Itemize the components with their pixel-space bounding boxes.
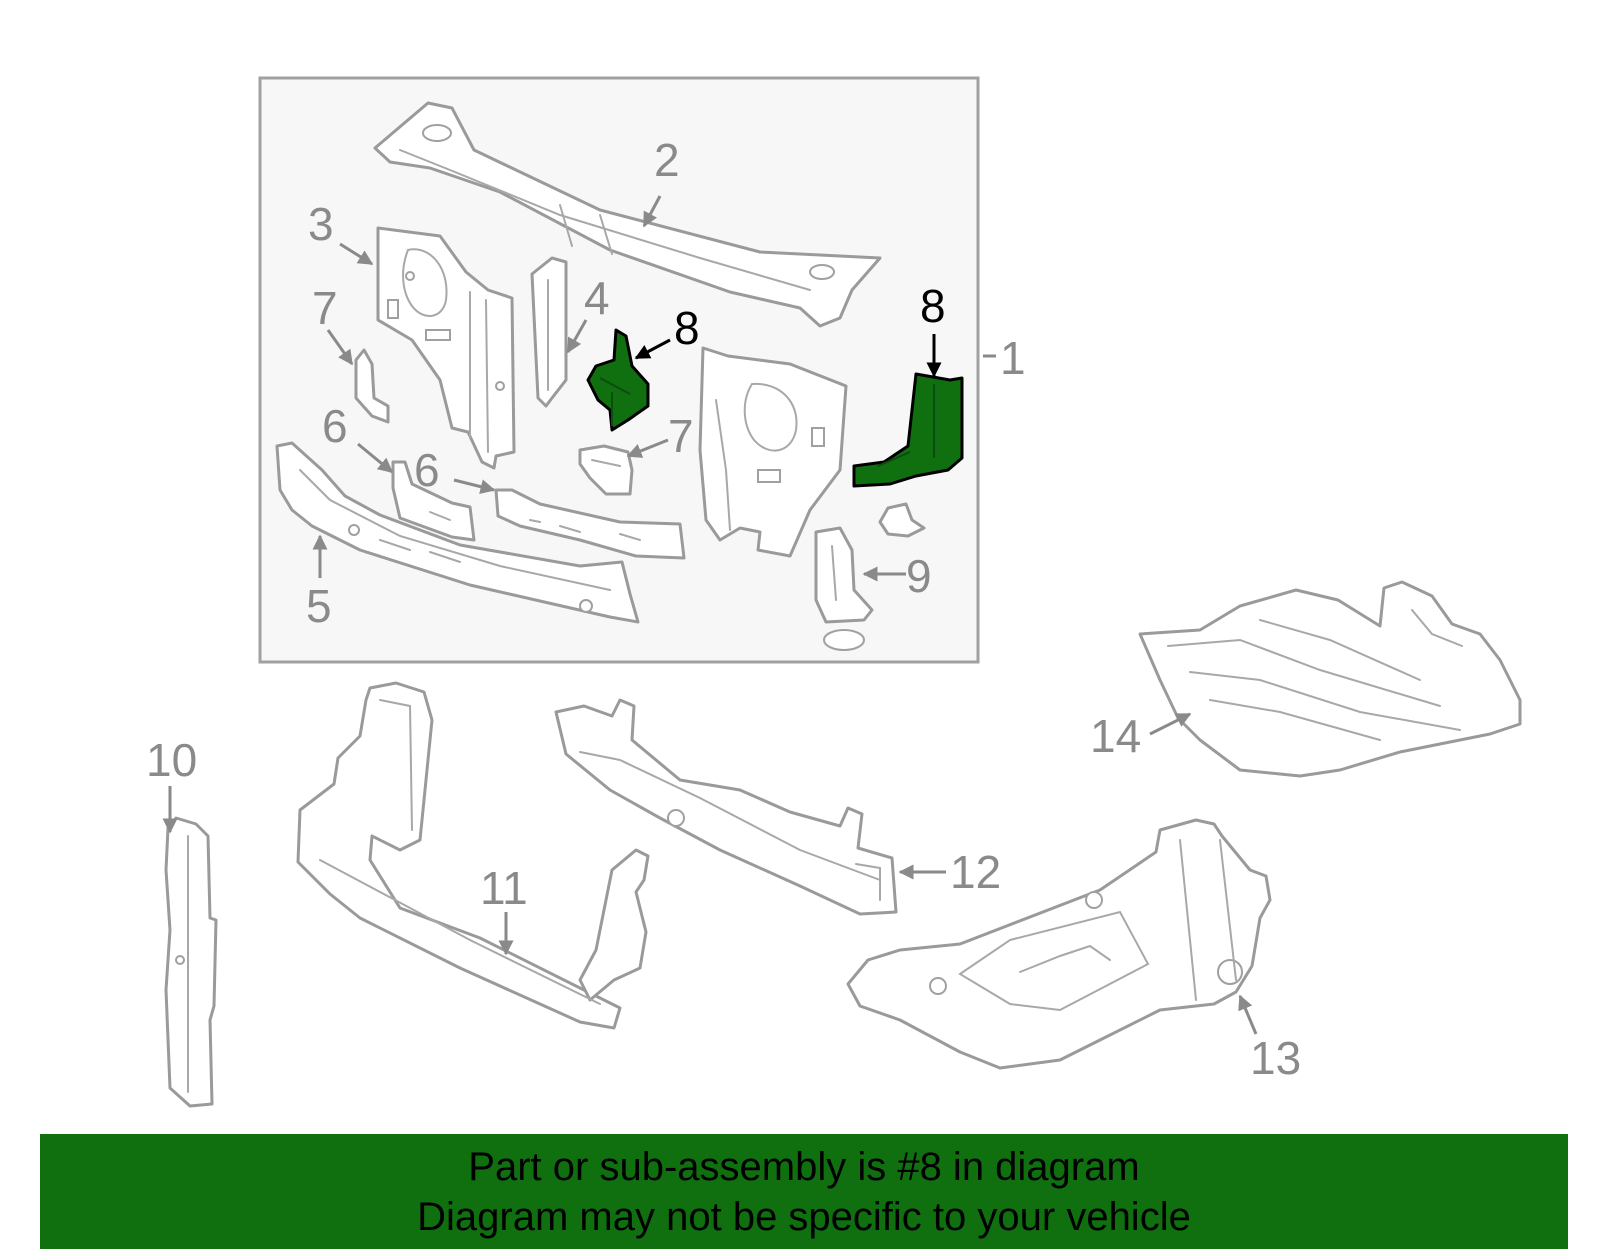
part-8-highlighted-left bbox=[586, 328, 650, 432]
callout-6-right: 6 bbox=[414, 444, 440, 496]
banner-line-disclaimer: Diagram may not be specific to your vehi… bbox=[417, 1195, 1191, 1239]
callout-8-right: 8 bbox=[920, 280, 946, 332]
part-lower-deflector bbox=[296, 681, 650, 1030]
part-8-highlighted-right bbox=[852, 372, 964, 488]
callout-13: 13 bbox=[1250, 1032, 1301, 1084]
part-lower-shield bbox=[846, 818, 1272, 1070]
callout-14: 14 bbox=[1090, 710, 1141, 762]
part-small-bracket-left bbox=[354, 348, 390, 424]
callout-1: 1 bbox=[1000, 332, 1026, 384]
part-splash-shield bbox=[1138, 580, 1522, 778]
part-center-bracket bbox=[530, 256, 568, 408]
callout-9: 9 bbox=[906, 550, 932, 602]
callout-10: 10 bbox=[146, 734, 197, 786]
part-right-support bbox=[698, 346, 848, 558]
part-lower-tie-bar bbox=[275, 441, 640, 624]
callout-6-left: 6 bbox=[322, 400, 348, 452]
callout-5: 5 bbox=[306, 580, 332, 632]
callout-7-right: 7 bbox=[668, 410, 694, 462]
part-upper-tie-bar bbox=[373, 101, 882, 328]
part-left-support bbox=[376, 226, 516, 470]
part-small-bracket-right bbox=[578, 444, 634, 496]
banner-line-part: Part or sub-assembly is #8 in diagram bbox=[468, 1145, 1140, 1189]
callout-3: 3 bbox=[308, 198, 334, 250]
callout-12: 12 bbox=[950, 846, 1001, 898]
callout-11: 11 bbox=[480, 862, 528, 914]
leader-lines bbox=[162, 195, 1258, 1035]
part-side-baffle bbox=[164, 816, 218, 1108]
callout-4: 4 bbox=[584, 272, 610, 324]
callout-7-left: 7 bbox=[312, 282, 338, 334]
part-side-bracket bbox=[814, 502, 926, 651]
callout-2: 2 bbox=[654, 134, 680, 186]
part-reinforcement-right bbox=[494, 488, 686, 560]
part-reinforcement-left bbox=[391, 460, 476, 542]
callout-8-left: 8 bbox=[674, 302, 700, 354]
part-upper-deflector bbox=[554, 698, 898, 916]
info-banner: Part or sub-assembly is #8 in diagram Di… bbox=[40, 1134, 1568, 1249]
